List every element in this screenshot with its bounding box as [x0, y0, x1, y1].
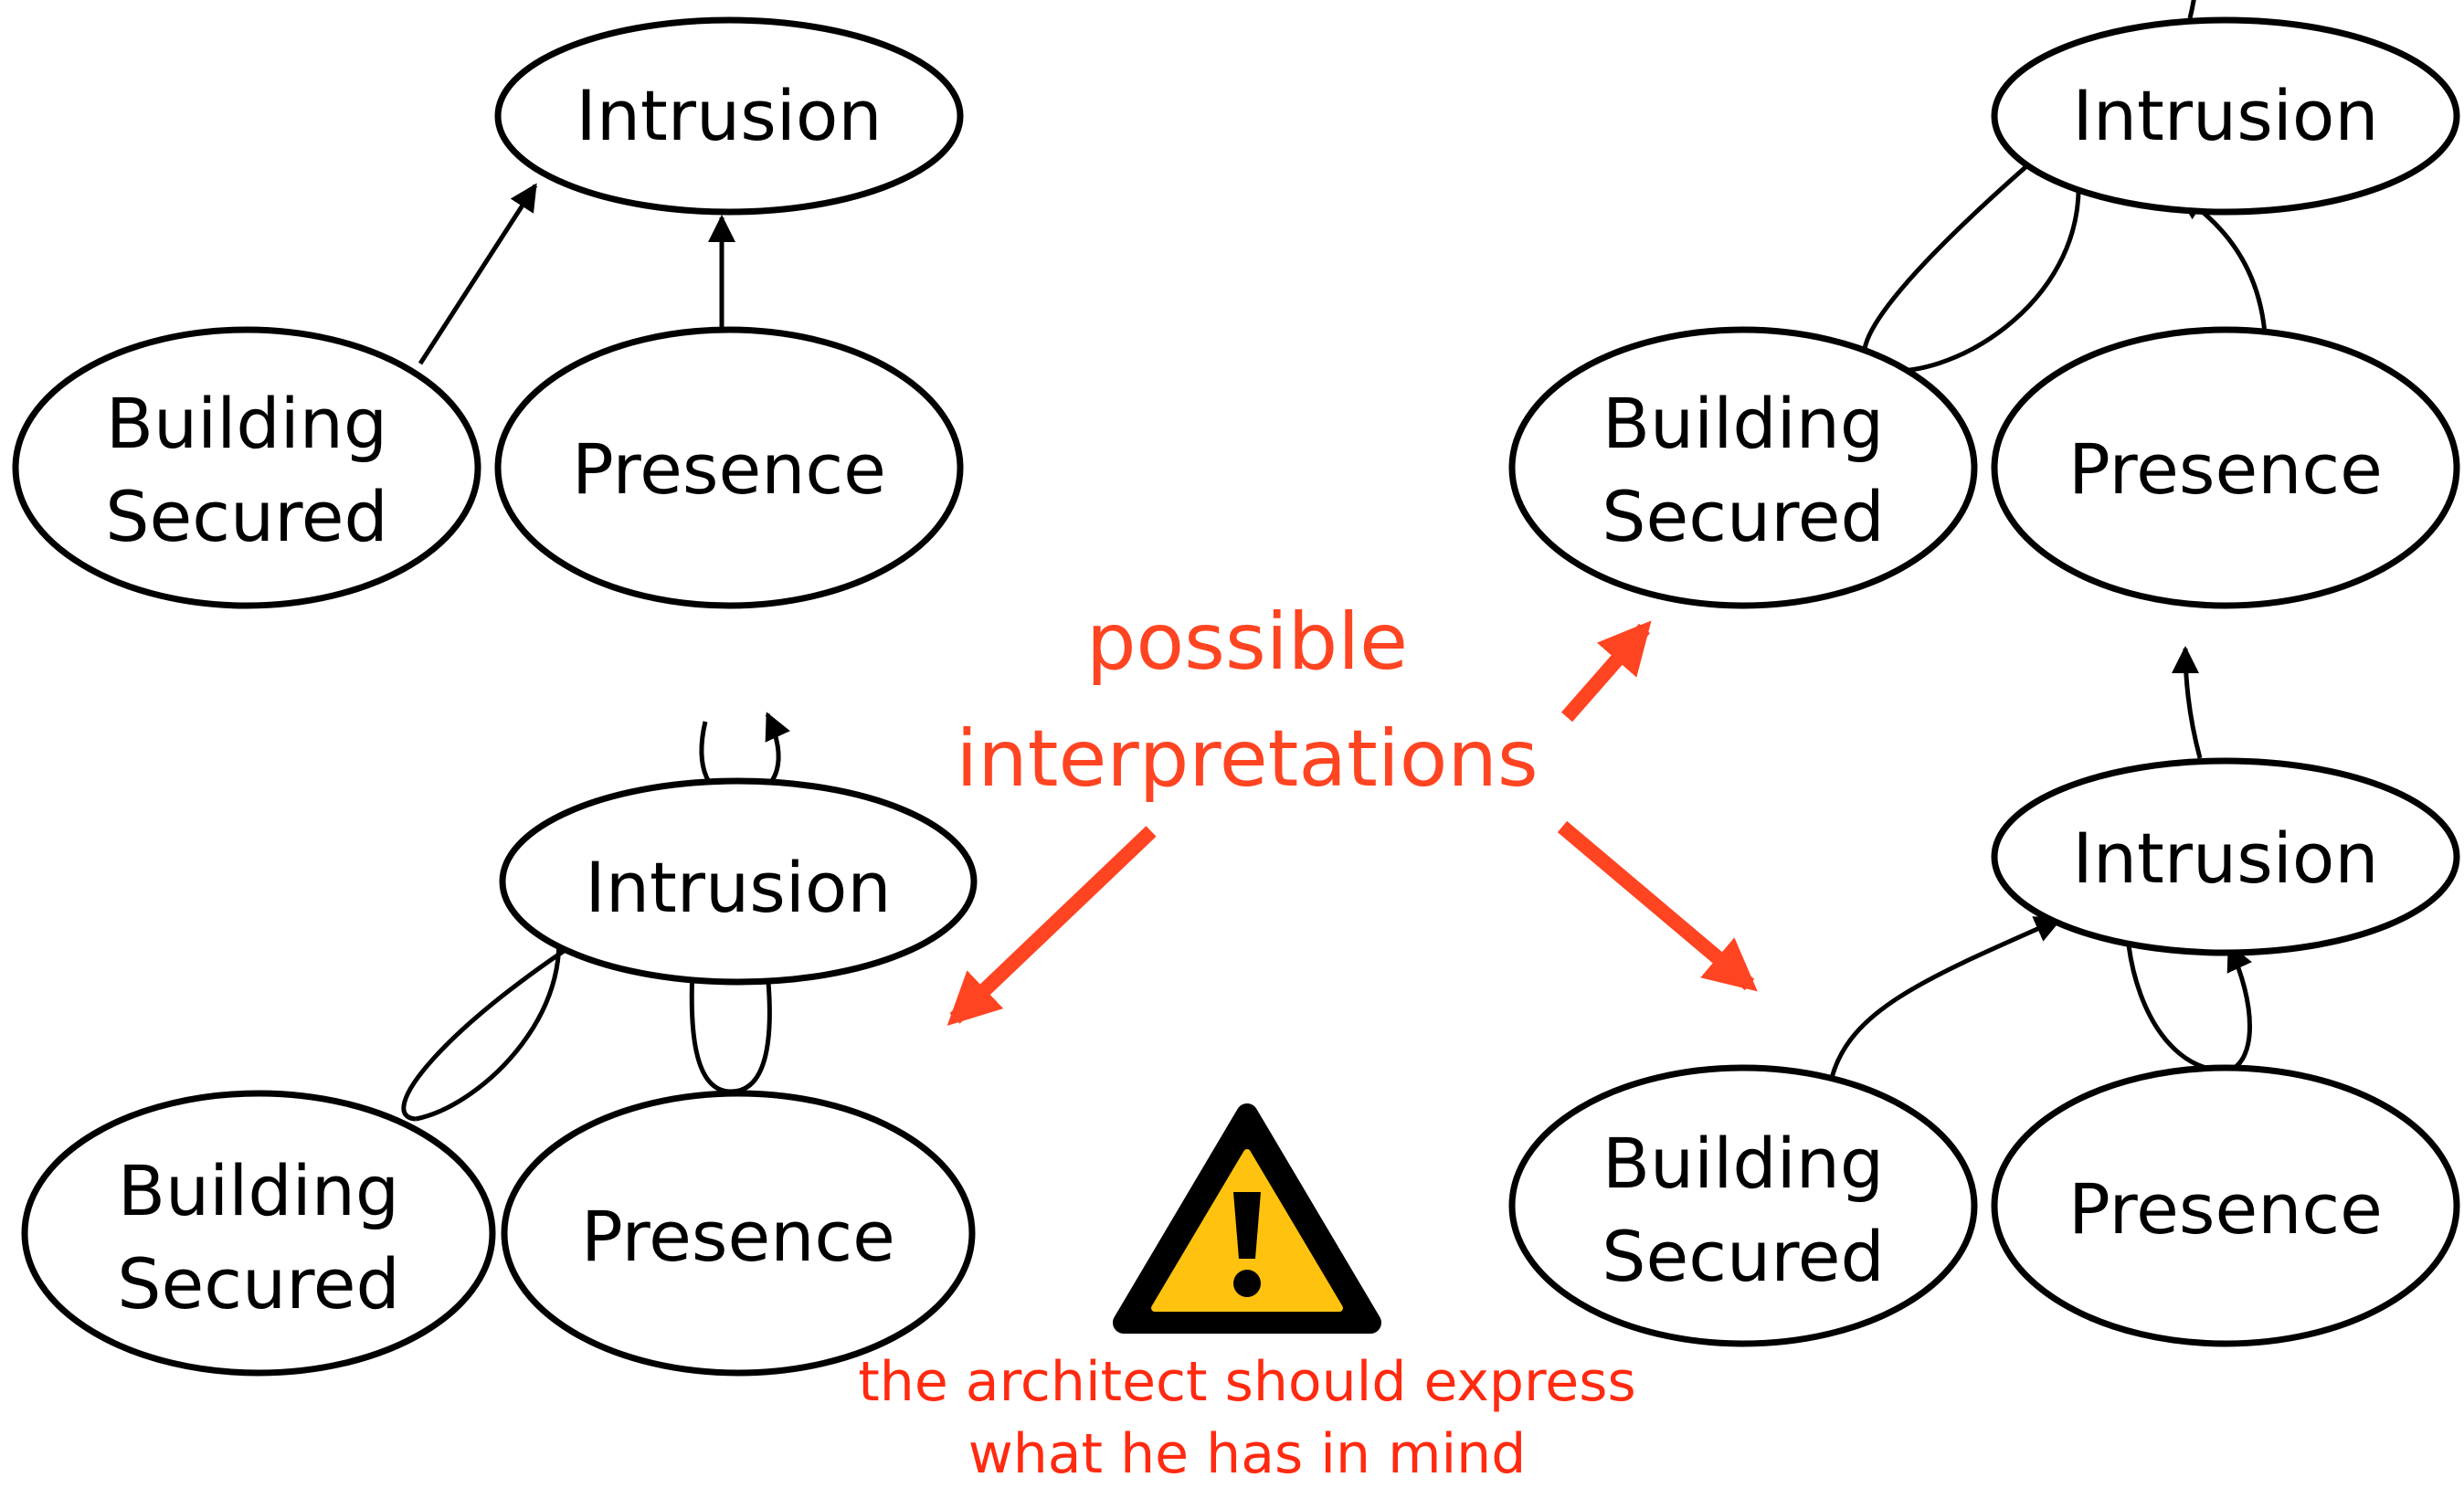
node-presence: Presence	[494, 326, 964, 609]
red-arrow-to-bottom-right	[1557, 820, 1758, 992]
edge-presence-intrusion-loop	[2126, 943, 2252, 1073]
edge-intrusion-outgoing	[2172, 646, 2203, 759]
node-presence-label: Presence	[581, 1196, 895, 1277]
node-intrusion-label: Intrusion	[2072, 75, 2378, 156]
node-building-secured: Building Secured	[21, 1090, 496, 1377]
node-building-label-line1: Building	[1602, 1123, 1884, 1204]
node-intrusion-label: Intrusion	[2072, 818, 2378, 899]
warning-note: the architect should express what he has…	[858, 1350, 1635, 1486]
node-building-secured: Building Secured	[12, 326, 481, 609]
edge-building-intrusion-loop	[1862, 147, 2081, 374]
node-presence-label: Presence	[2068, 428, 2383, 510]
node-presence-label: Presence	[572, 428, 886, 510]
node-intrusion-label: Intrusion	[585, 847, 891, 928]
node-intrusion: Intrusion	[499, 777, 978, 986]
node-building-label-line1: Building	[1602, 383, 1884, 464]
node-building-label-line2: Secured	[1602, 1216, 1885, 1297]
diagram-bottom-right: Intrusion Building Secured Presence	[1508, 646, 2460, 1347]
warning-note-line1: the architect should express	[858, 1350, 1635, 1414]
node-building-label-line1: Building	[118, 1150, 399, 1231]
node-intrusion: Intrusion	[1991, 16, 2460, 216]
node-intrusion: Intrusion	[1991, 757, 2460, 956]
edge-building-to-intrusion	[1829, 916, 2063, 1079]
node-building-label-line2: Secured	[105, 476, 388, 557]
node-building-secured: Building Secured	[1508, 326, 1978, 609]
node-building-label-line2: Secured	[117, 1243, 400, 1324]
edge-intrusion-outgoing	[2187, 0, 2196, 19]
diagram-top-right: Intrusion Building Secured Presence	[1508, 0, 2460, 609]
diagram-bottom-left: Intrusion Building Secured Presence	[21, 712, 978, 1377]
node-building-secured: Building Secured	[1508, 1064, 1978, 1347]
caption-title-line1: possible	[1086, 596, 1408, 688]
node-presence: Presence	[501, 1090, 976, 1377]
node-presence: Presence	[1991, 326, 2460, 609]
caption-title-line2: interpretations	[956, 713, 1538, 805]
red-arrow-to-bottom-left	[946, 826, 1157, 1026]
diagram-top-left: Intrusion Building Secured Presence	[12, 16, 964, 609]
node-presence: Presence	[1991, 1064, 2460, 1347]
center-caption: possible interpretations	[956, 596, 1538, 805]
node-building-label-line1: Building	[106, 383, 387, 464]
node-building-label-line2: Secured	[1602, 476, 1885, 557]
node-intrusion: Intrusion	[494, 16, 964, 216]
node-intrusion-label: Intrusion	[576, 75, 882, 156]
warning-triangle-icon	[1113, 1103, 1381, 1334]
warning-note-line2: what he has in mind	[968, 1422, 1527, 1486]
node-presence-label: Presence	[2068, 1168, 2383, 1250]
red-arrow-to-top-right	[1560, 620, 1652, 723]
edge-building-to-intrusion	[418, 183, 538, 365]
